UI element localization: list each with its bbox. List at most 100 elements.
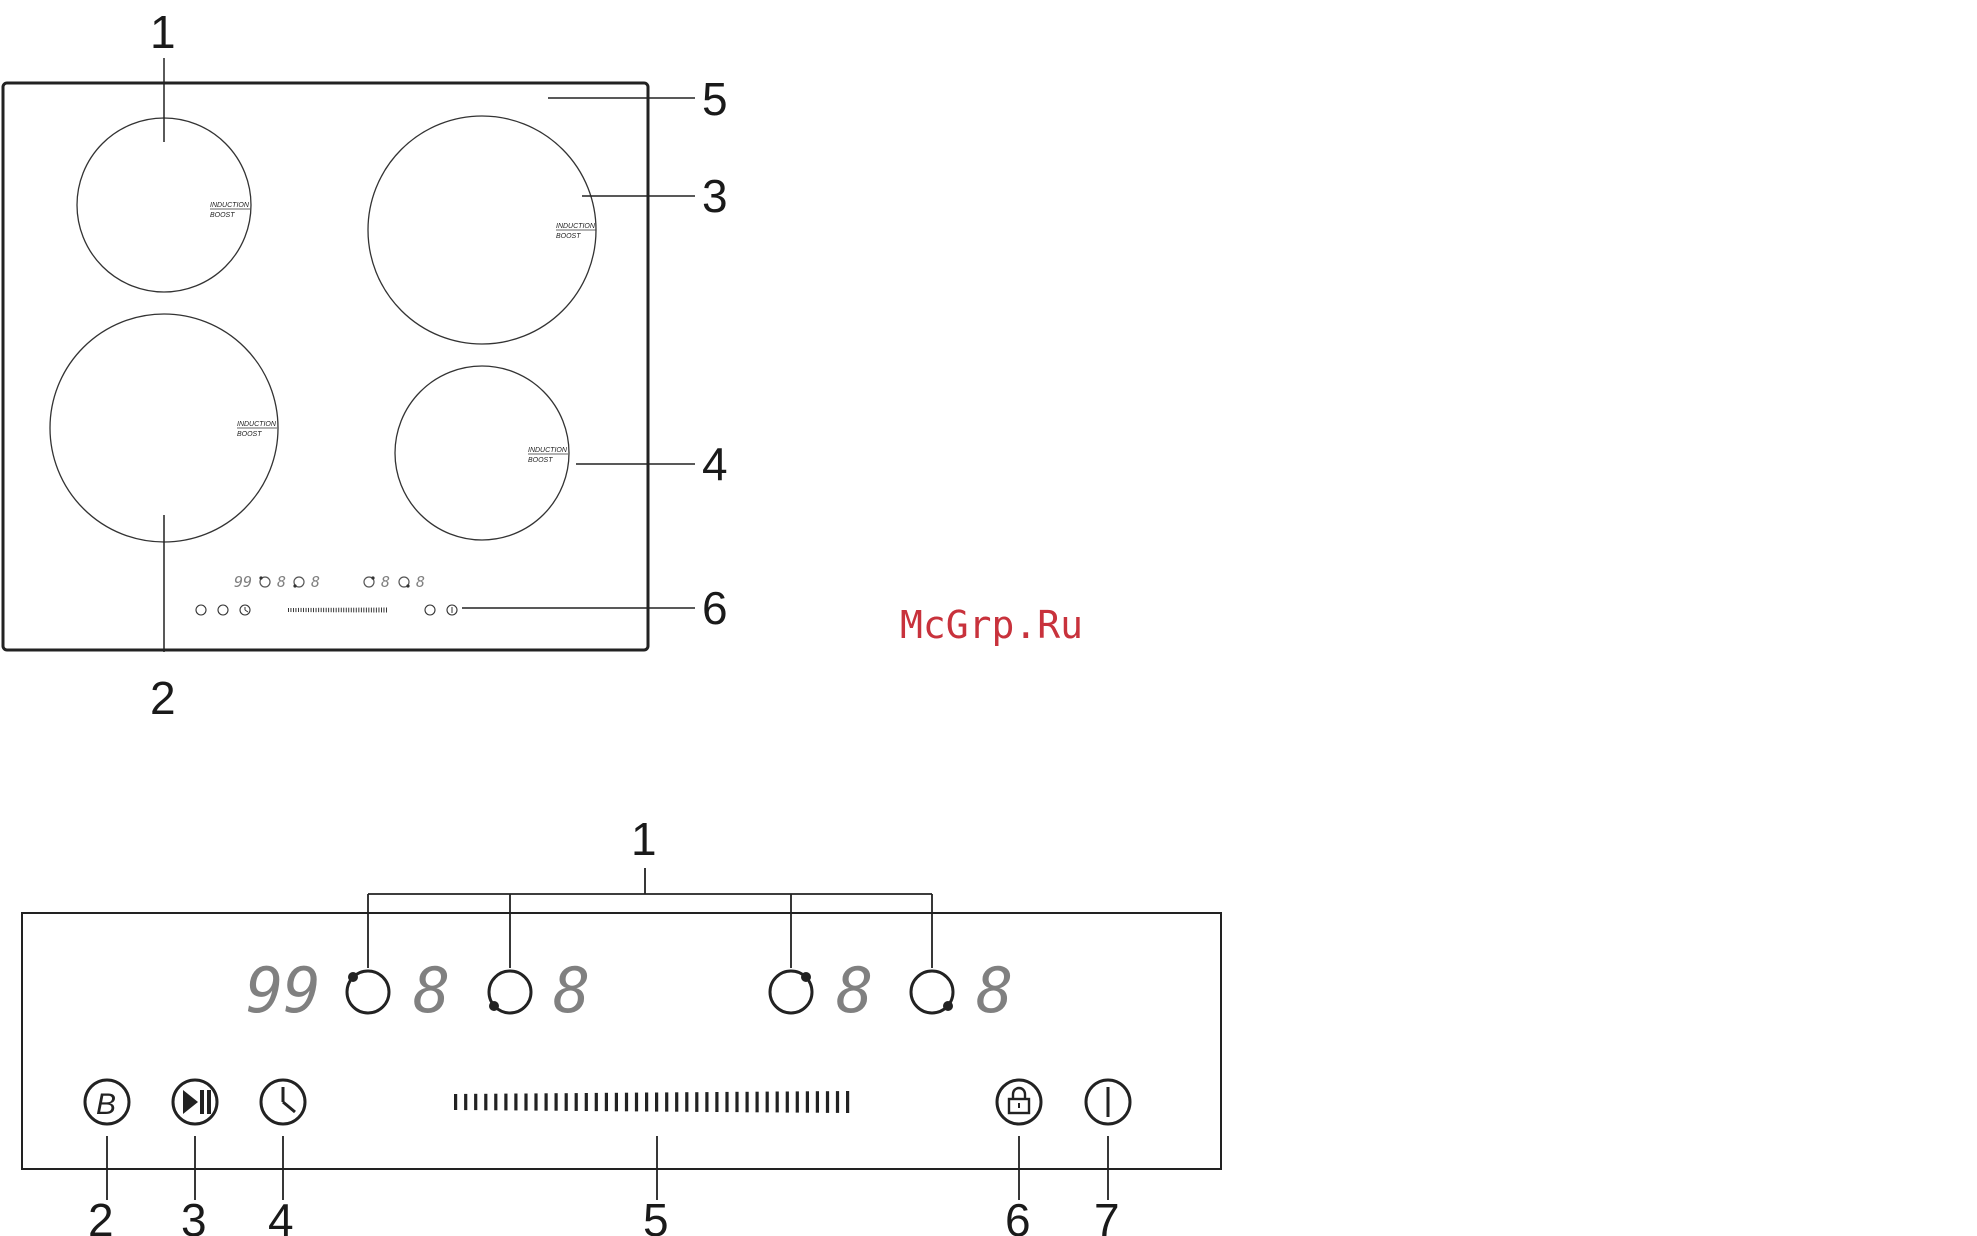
slider-tick bbox=[333, 608, 334, 613]
slider-tick bbox=[316, 608, 317, 612]
slider-tick bbox=[338, 608, 339, 613]
slider-tick bbox=[464, 1094, 467, 1110]
mini-power-slider bbox=[288, 608, 387, 613]
callout-6: 6 bbox=[702, 582, 728, 634]
zone-tag-induction: INDUCTION bbox=[210, 202, 250, 209]
mini-zone-display-4: 8 bbox=[416, 573, 425, 591]
slider-tick bbox=[306, 608, 307, 612]
timer-icon[interactable] bbox=[261, 1080, 305, 1124]
slider-tick bbox=[786, 1092, 789, 1113]
slider-tick bbox=[575, 1093, 578, 1111]
slider-tick bbox=[776, 1092, 779, 1113]
slider-tick bbox=[635, 1093, 638, 1112]
slider-tick bbox=[379, 608, 380, 613]
slider-tick bbox=[366, 608, 367, 613]
slider-tick bbox=[348, 608, 349, 613]
slider-tick bbox=[326, 608, 327, 612]
power-level-slider[interactable] bbox=[454, 1091, 849, 1113]
slider-tick bbox=[331, 608, 332, 612]
zone-display-2: 8 bbox=[553, 954, 590, 1027]
cooking-zone-front-left-small: INDUCTION BOOST bbox=[77, 118, 251, 292]
panel-callout-5: 5 bbox=[643, 1194, 669, 1236]
slider-tick bbox=[381, 608, 382, 613]
lock-icon[interactable] bbox=[997, 1080, 1041, 1124]
panel-callout-3: 3 bbox=[181, 1194, 207, 1236]
hob-callouts: 1 2 3 4 5 6 bbox=[150, 6, 728, 724]
slider-tick bbox=[665, 1092, 668, 1111]
slider-tick bbox=[705, 1092, 708, 1112]
cooking-zone-rear-left-large: INDUCTION BOOST bbox=[50, 314, 278, 542]
slider-tick bbox=[351, 608, 352, 613]
slider-tick bbox=[373, 608, 374, 613]
slider-tick bbox=[766, 1092, 769, 1113]
boost-icon[interactable]: B bbox=[85, 1080, 129, 1124]
slider-tick bbox=[655, 1093, 658, 1112]
slider-tick bbox=[595, 1093, 598, 1111]
slider-tick bbox=[494, 1094, 497, 1111]
slider-tick bbox=[484, 1094, 487, 1111]
zone-indicator-1 bbox=[347, 971, 389, 1013]
power-icon[interactable] bbox=[1086, 1080, 1130, 1124]
pause-play-icon[interactable] bbox=[173, 1080, 217, 1124]
callout-4: 4 bbox=[702, 438, 728, 490]
slider-tick bbox=[323, 608, 324, 612]
slider-tick bbox=[303, 608, 304, 612]
slider-tick bbox=[341, 608, 342, 613]
slider-tick bbox=[504, 1094, 507, 1111]
slider-tick bbox=[545, 1093, 548, 1110]
slider-tick bbox=[288, 608, 289, 612]
zone-indicator-3 bbox=[770, 971, 812, 1013]
slider-tick bbox=[756, 1092, 759, 1113]
slider-tick bbox=[321, 608, 322, 612]
panel-callout-1: 1 bbox=[631, 813, 657, 865]
panel-callout-6: 6 bbox=[1005, 1194, 1031, 1236]
callout-5: 5 bbox=[702, 73, 728, 125]
slider-tick bbox=[826, 1091, 829, 1113]
slider-tick bbox=[293, 608, 294, 612]
mini-zone-display-2: 8 bbox=[311, 573, 320, 591]
control-panel-diagram: 99 8 8 8 8 bbox=[22, 813, 1221, 1236]
slider-tick bbox=[514, 1094, 517, 1111]
slider-tick bbox=[384, 608, 385, 613]
zone-tag-boost: BOOST bbox=[528, 457, 553, 464]
mini-zone-display-3: 8 bbox=[381, 573, 390, 591]
timer-display: 99 bbox=[246, 954, 321, 1027]
hob-glass-outline bbox=[3, 83, 648, 650]
slider-tick bbox=[796, 1091, 799, 1112]
slider-tick bbox=[725, 1092, 728, 1112]
zone-indicator-2 bbox=[489, 971, 531, 1013]
zone-indicator-bracket bbox=[368, 868, 932, 968]
slider-tick bbox=[311, 608, 312, 612]
slider-tick bbox=[565, 1093, 568, 1111]
slider-tick bbox=[685, 1092, 688, 1112]
slider-tick bbox=[585, 1093, 588, 1111]
slider-tick bbox=[735, 1092, 738, 1112]
slider-tick bbox=[301, 608, 302, 612]
callout-3: 3 bbox=[702, 170, 728, 222]
slider-tick bbox=[313, 608, 314, 612]
mini-control-panel: 99 8 8 8 8 bbox=[196, 573, 457, 615]
slider-tick bbox=[645, 1093, 648, 1112]
slider-tick bbox=[605, 1093, 608, 1111]
slider-tick bbox=[695, 1092, 698, 1112]
zone-display-3: 8 bbox=[836, 954, 873, 1027]
slider-tick bbox=[368, 608, 369, 613]
slider-tick bbox=[358, 608, 359, 613]
slider-tick bbox=[353, 608, 354, 613]
cooking-zone-rear-right-small: INDUCTION BOOST bbox=[395, 366, 569, 540]
slider-tick bbox=[816, 1091, 819, 1113]
watermark-text: McGrp.Ru bbox=[900, 603, 1083, 647]
mini-timer-display: 99 bbox=[234, 573, 252, 591]
zone-indicator-4 bbox=[911, 971, 953, 1013]
slider-tick bbox=[715, 1092, 718, 1112]
callout-2: 2 bbox=[150, 672, 176, 724]
slider-tick bbox=[363, 608, 364, 613]
callout-1: 1 bbox=[150, 6, 176, 58]
zone-tag-induction: INDUCTION bbox=[556, 223, 596, 230]
zone-tag-induction: INDUCTION bbox=[237, 421, 277, 428]
mini-lock-icon bbox=[425, 605, 435, 615]
zone-tag-boost: BOOST bbox=[210, 212, 235, 219]
slider-tick bbox=[343, 608, 344, 613]
slider-tick bbox=[296, 608, 297, 612]
slider-tick bbox=[836, 1091, 839, 1113]
